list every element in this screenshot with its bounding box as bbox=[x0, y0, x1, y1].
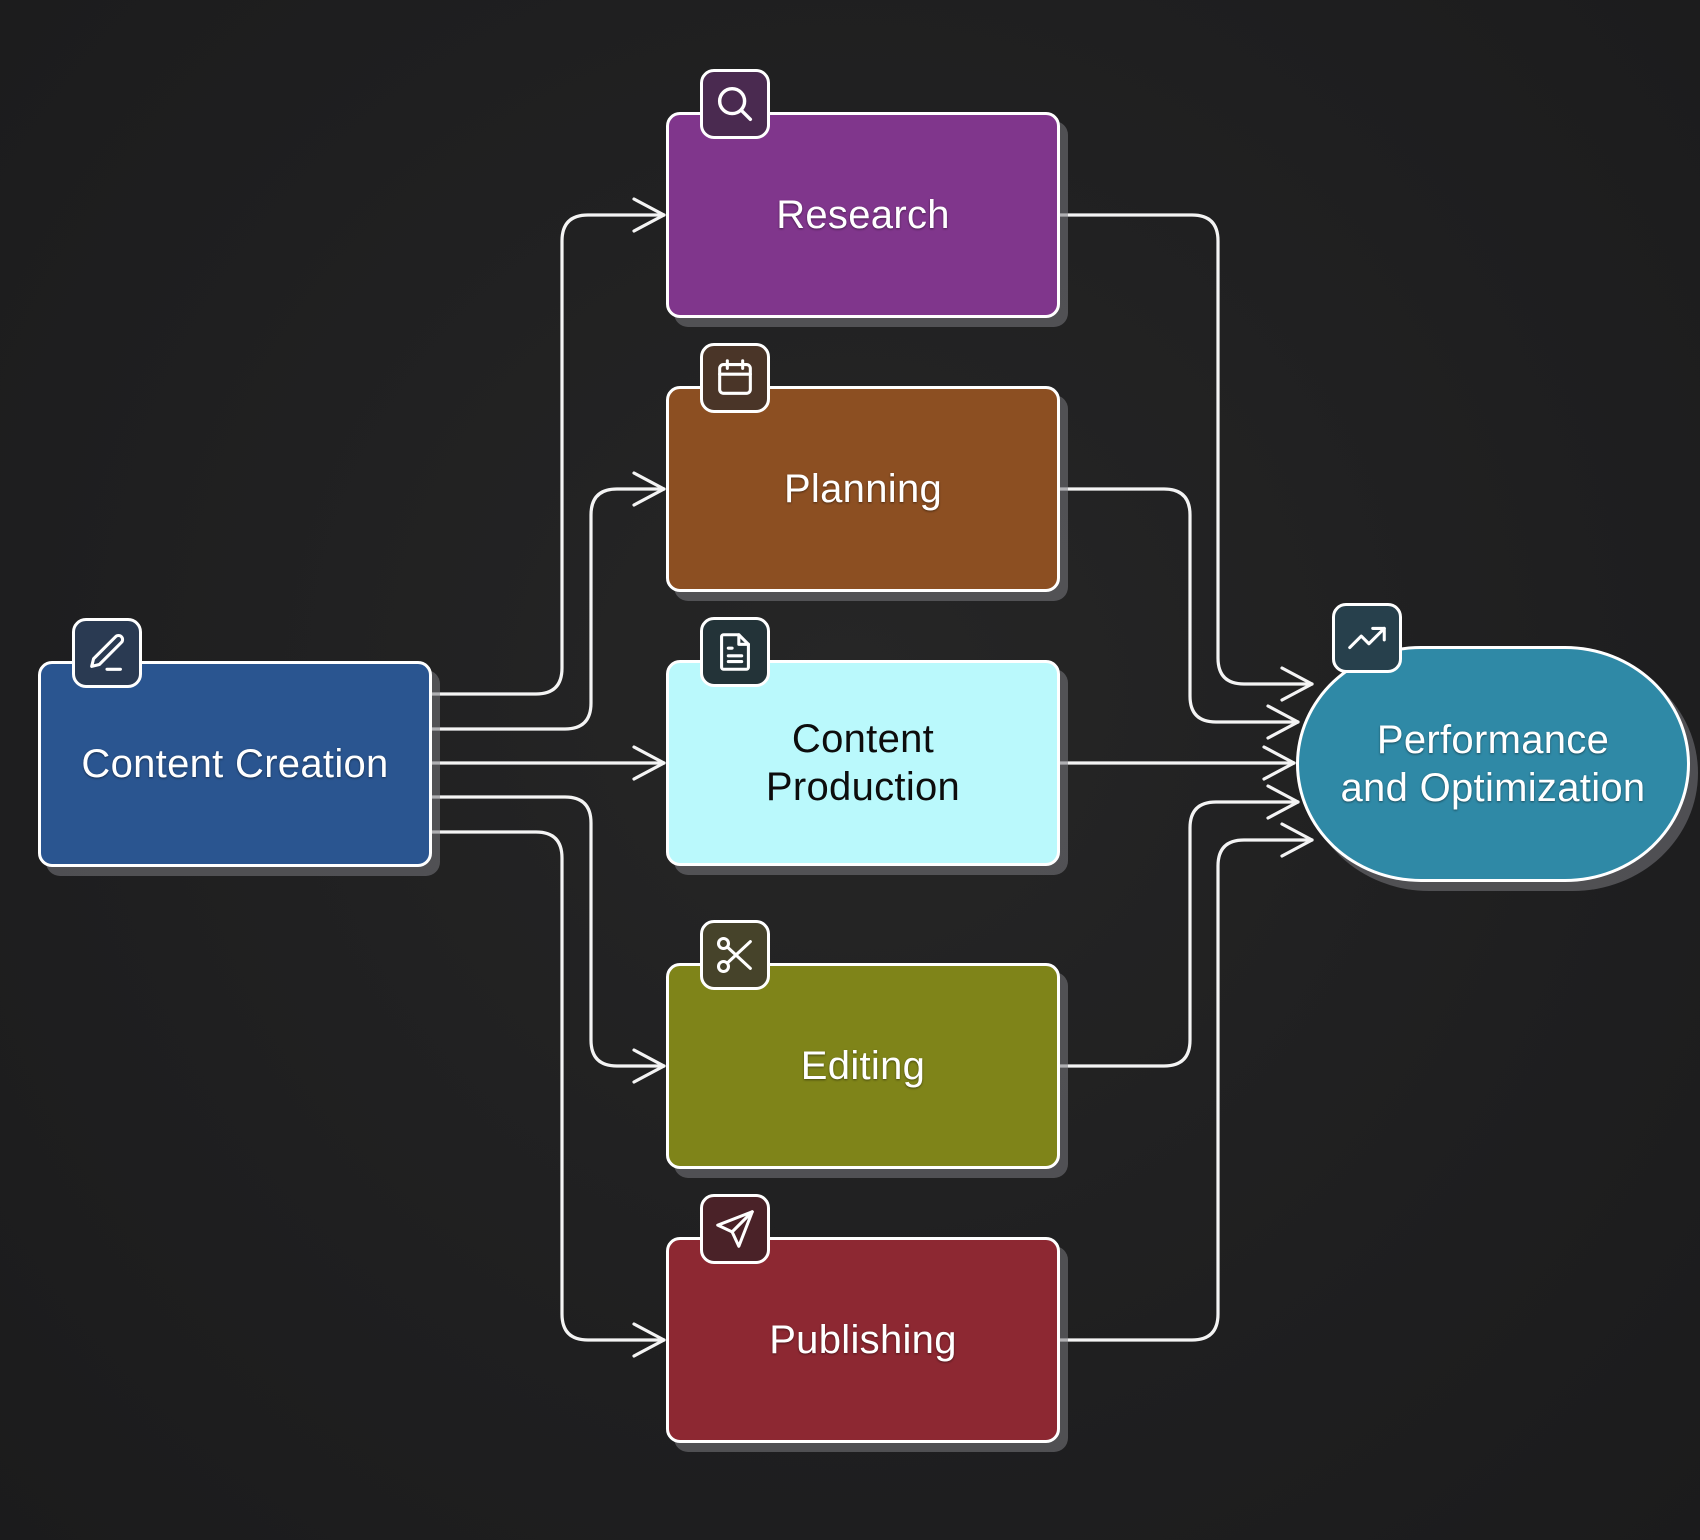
edge-research-to-performance bbox=[1058, 213, 1314, 686]
node-label: Content Production bbox=[765, 717, 961, 809]
arrowhead-icon bbox=[632, 197, 666, 233]
send-icon bbox=[700, 1194, 770, 1264]
search-icon bbox=[700, 69, 770, 139]
node-editing[interactable]: Editing bbox=[666, 963, 1060, 1169]
node-performance-and-optimization[interactable]: Performance and Optimization bbox=[1296, 646, 1690, 882]
edge-content-creation-to-editing bbox=[430, 795, 666, 1068]
scissors-icon bbox=[700, 920, 770, 990]
node-label: Content Creation bbox=[81, 742, 389, 786]
trending-up-icon bbox=[1332, 603, 1402, 673]
node-research[interactable]: Research bbox=[666, 112, 1060, 318]
node-label: Editing bbox=[800, 1044, 926, 1088]
node-label: Planning bbox=[783, 467, 943, 511]
node-content-creation[interactable]: Content Creation bbox=[38, 661, 432, 867]
edge-content-creation-to-publishing bbox=[430, 830, 666, 1342]
arrowhead-icon bbox=[632, 1322, 666, 1358]
arrowhead-icon bbox=[1266, 704, 1300, 740]
document-icon bbox=[700, 617, 770, 687]
node-planning[interactable]: Planning bbox=[666, 386, 1060, 592]
arrowhead-icon bbox=[632, 1048, 666, 1084]
arrowhead-icon bbox=[632, 745, 666, 781]
node-label: Publishing bbox=[769, 1318, 957, 1362]
node-content-production[interactable]: Content Production bbox=[666, 660, 1060, 866]
arrowhead-icon bbox=[1280, 666, 1314, 702]
arrowhead-icon bbox=[1266, 784, 1300, 820]
edge-content-creation-to-research bbox=[430, 213, 666, 696]
arrowhead-icon bbox=[1280, 822, 1314, 858]
calendar-icon bbox=[700, 343, 770, 413]
edge-editing-to-performance bbox=[1058, 800, 1300, 1068]
node-publishing[interactable]: Publishing bbox=[666, 1237, 1060, 1443]
arrowhead-icon bbox=[1262, 745, 1296, 781]
node-label: Research bbox=[776, 193, 950, 237]
edge-planning-to-performance bbox=[1058, 487, 1300, 724]
node-label: Performance and Optimization bbox=[1340, 718, 1646, 810]
arrowhead-icon bbox=[632, 471, 666, 507]
pencil-icon bbox=[72, 618, 142, 688]
edge-publishing-to-performance bbox=[1058, 838, 1314, 1342]
edge-content-creation-to-planning bbox=[430, 487, 666, 731]
